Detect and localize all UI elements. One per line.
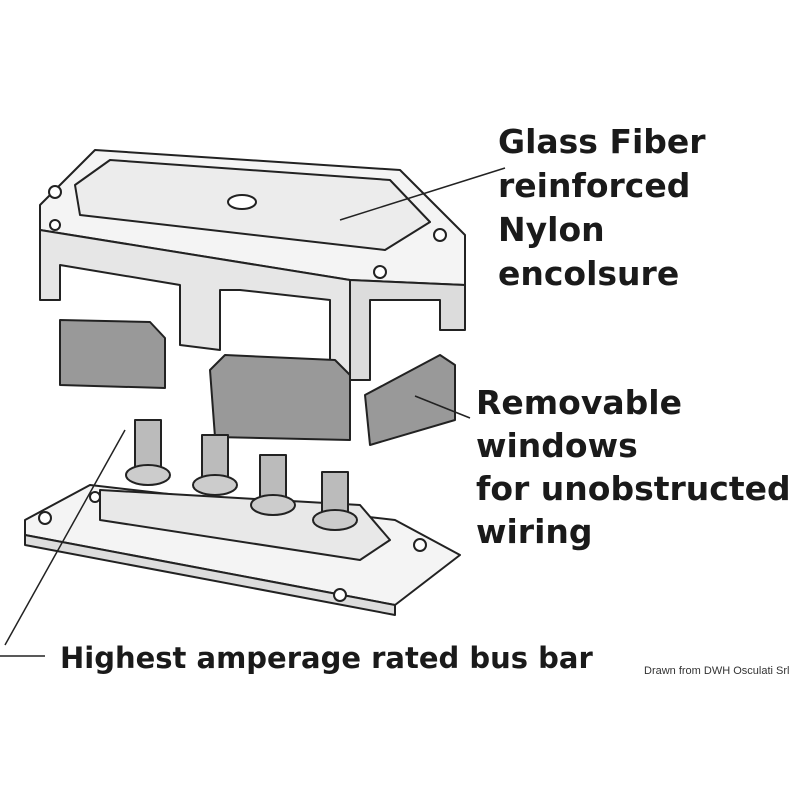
windows-label: Removable windows for unobstructed wirin…: [476, 381, 791, 553]
windows-label-line: Removable: [476, 383, 682, 422]
enclosure-label-line: encolsure: [498, 254, 680, 293]
enclosure-label-line: reinforced: [498, 166, 691, 205]
windows-label-line: for unobstructed: [476, 469, 791, 508]
enclosure-label-line: Glass Fiber: [498, 122, 706, 161]
bus-bar-base: [24, 484, 461, 616]
busbar-leader-line-diagonal: [4, 429, 126, 646]
enclosure-cover: [39, 149, 466, 381]
enclosure-label-line: Nylon: [498, 210, 605, 249]
busbar-label: Highest amperage rated bus bar: [60, 641, 593, 675]
terminal-studs: [125, 419, 358, 531]
enclosure-label: Glass Fiber reinforced Nylon encolsure: [498, 120, 706, 296]
removable-windows: [59, 319, 456, 446]
credit-text: Drawn from DWH Osculati Srl: [644, 665, 790, 677]
enclosure-leader-line: [339, 167, 506, 221]
windows-label-line: windows: [476, 426, 638, 465]
windows-leader-line: [414, 395, 471, 419]
windows-label-line: wiring: [476, 512, 593, 551]
